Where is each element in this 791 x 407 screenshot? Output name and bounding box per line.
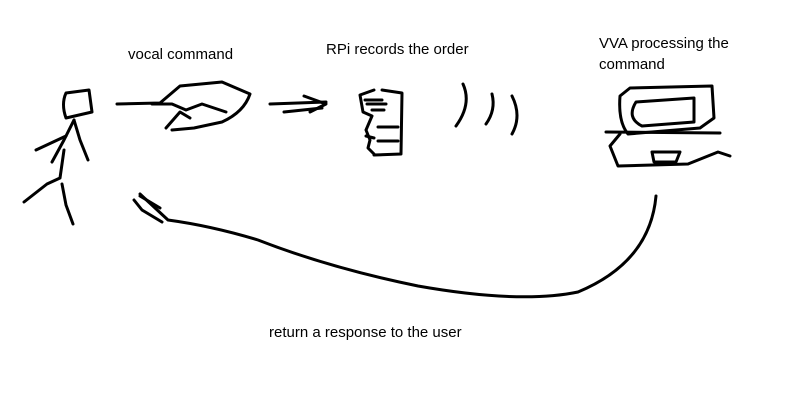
laptop-icon — [604, 84, 732, 168]
return-arrow-icon — [132, 192, 658, 299]
return-response-label: return a response to the user — [269, 324, 462, 341]
arrow-right-icon — [268, 94, 328, 114]
raspberry-pi-device-icon — [358, 88, 404, 157]
wireless-signal-icon — [454, 82, 519, 136]
vocal-command-label: vocal command — [128, 46, 234, 63]
speech-wave-icon — [115, 80, 252, 132]
stick-figure-icon — [22, 88, 94, 226]
rpi-records-label: RPi records the order — [326, 41, 469, 58]
vva-processing-label: VVA processing the command — [599, 35, 729, 73]
